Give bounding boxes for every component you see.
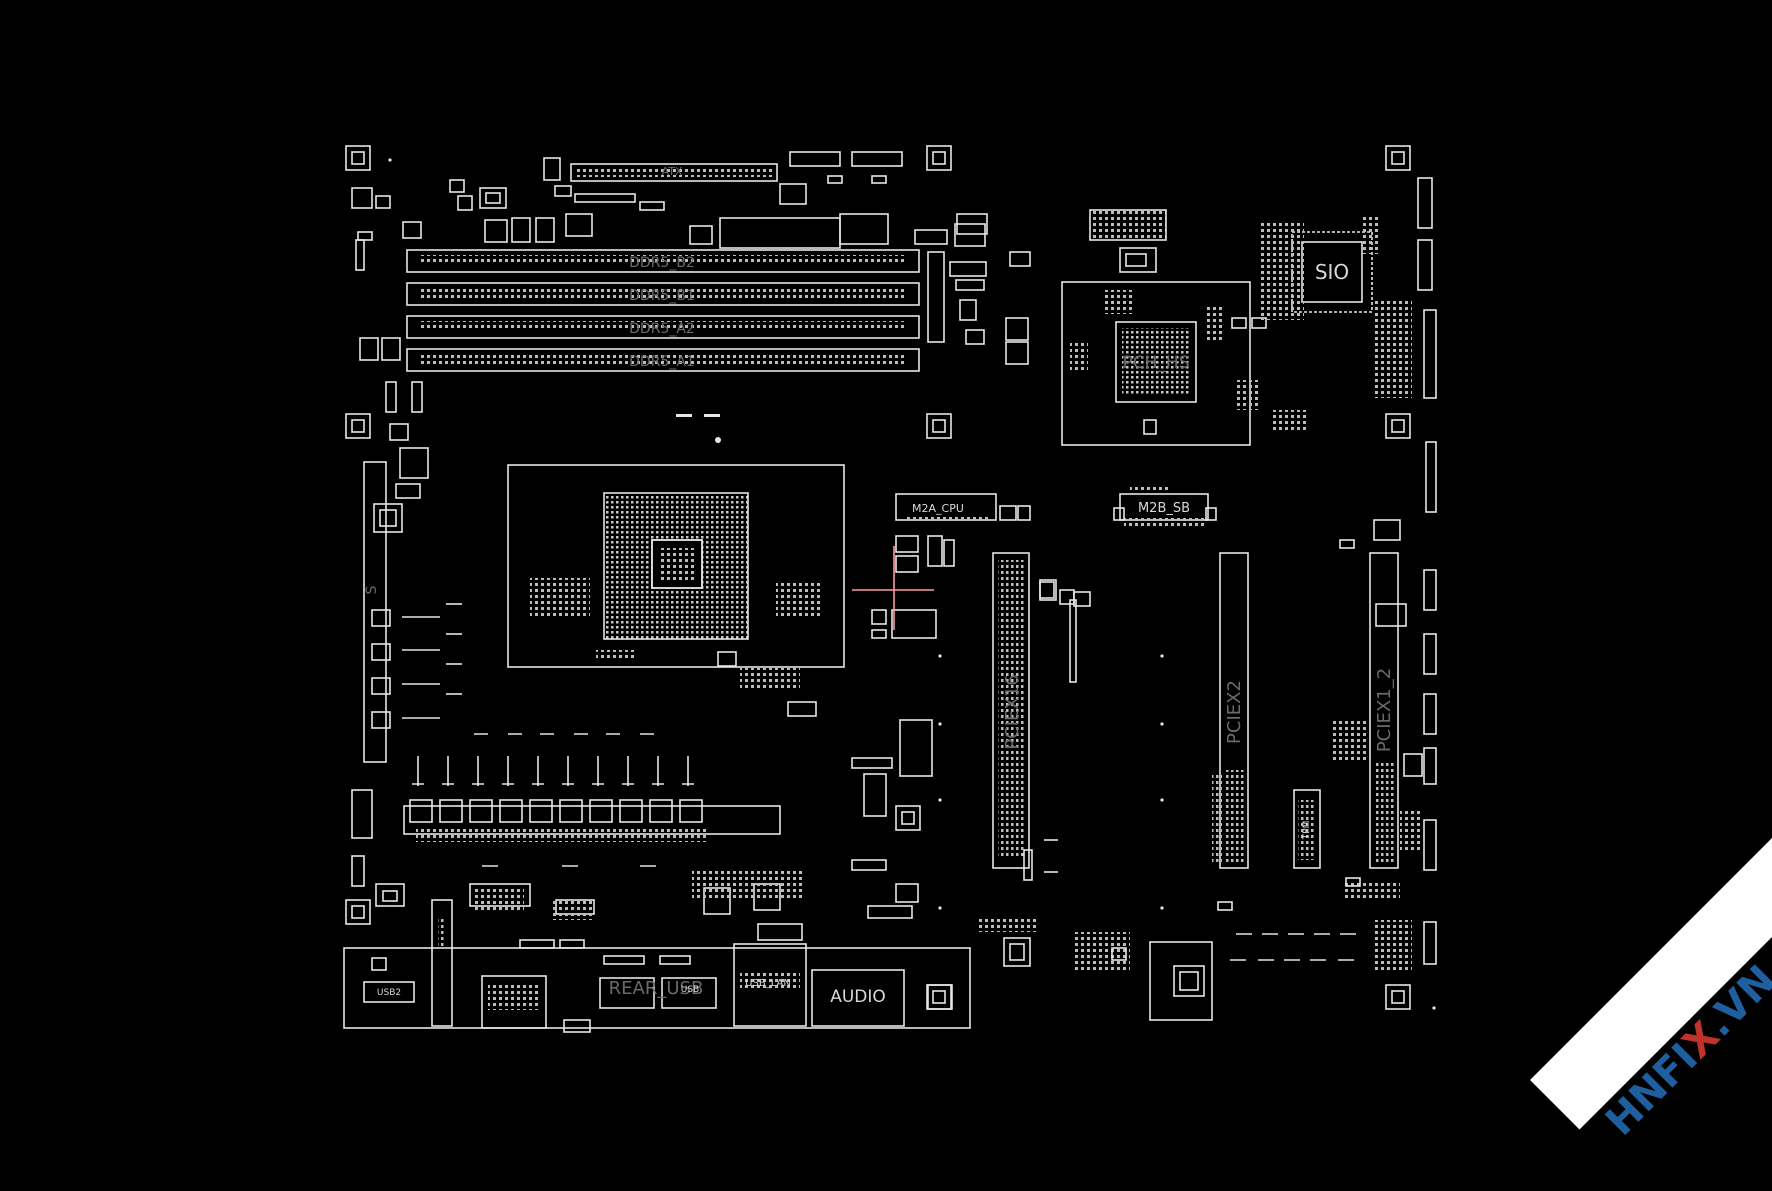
ddr-slots bbox=[406, 249, 920, 372]
ddr-b2-label: DDR5_B2 bbox=[629, 255, 695, 271]
crosshair-cursor bbox=[852, 546, 934, 630]
s-label: S bbox=[364, 585, 380, 594]
pcie-x16-slot bbox=[992, 552, 1091, 881]
vias bbox=[388, 158, 1436, 1010]
usb-label: USB bbox=[681, 985, 699, 995]
sio-chip bbox=[1260, 214, 1412, 398]
pcie1-label: PCIEX1_2 bbox=[1374, 668, 1395, 752]
sio-label: SIO bbox=[1315, 260, 1349, 284]
m2a-label: M2A_CPU bbox=[912, 502, 964, 515]
m2b-label: M2B_SB bbox=[1138, 501, 1190, 516]
m2-connectors bbox=[1113, 484, 1217, 526]
rear-usb-label: REAR_USB bbox=[609, 978, 704, 999]
audio-label: AUDIO bbox=[830, 987, 886, 1007]
lan-label: USB_LAN bbox=[745, 978, 791, 989]
component-cluster-top bbox=[351, 179, 988, 249]
component-cluster-bottom-right bbox=[978, 539, 1361, 1021]
mounting-holes bbox=[345, 145, 1411, 1010]
ddr-b1-label: DDR5_B1 bbox=[629, 288, 695, 304]
board-labels: ATX DDR5_B2 DDR5_B1 DDR5_A2 DDR5_A1 SIO … bbox=[364, 165, 1395, 1007]
component-cluster-right-of-ddr bbox=[927, 251, 1031, 365]
component-cluster-left-edge bbox=[351, 239, 462, 887]
ddr-a1-label: DDR5_A1 bbox=[629, 354, 695, 370]
component-cluster-mid bbox=[375, 493, 1077, 941]
ddr-a2-label: DDR5_A2 bbox=[629, 321, 695, 337]
atx-label: ATX bbox=[662, 165, 683, 178]
usb2-label: USB2 bbox=[377, 988, 401, 998]
pch-label: PCH_HS bbox=[1123, 353, 1190, 373]
rear-io bbox=[343, 883, 971, 1033]
atx-power-connector bbox=[543, 151, 903, 211]
pch-chip bbox=[1061, 209, 1308, 446]
pcie-x1-slot bbox=[1293, 519, 1407, 869]
cpu-socket bbox=[507, 464, 845, 717]
tpm-label: TPM bbox=[1302, 821, 1312, 841]
right-edge-headers bbox=[1330, 177, 1437, 972]
pcie16-label: PCIEX16 bbox=[1002, 674, 1023, 749]
pcie2-label: PCIEX2 bbox=[1224, 680, 1245, 744]
pcie-x2-slot bbox=[1212, 552, 1249, 869]
vrm-row bbox=[403, 733, 781, 867]
